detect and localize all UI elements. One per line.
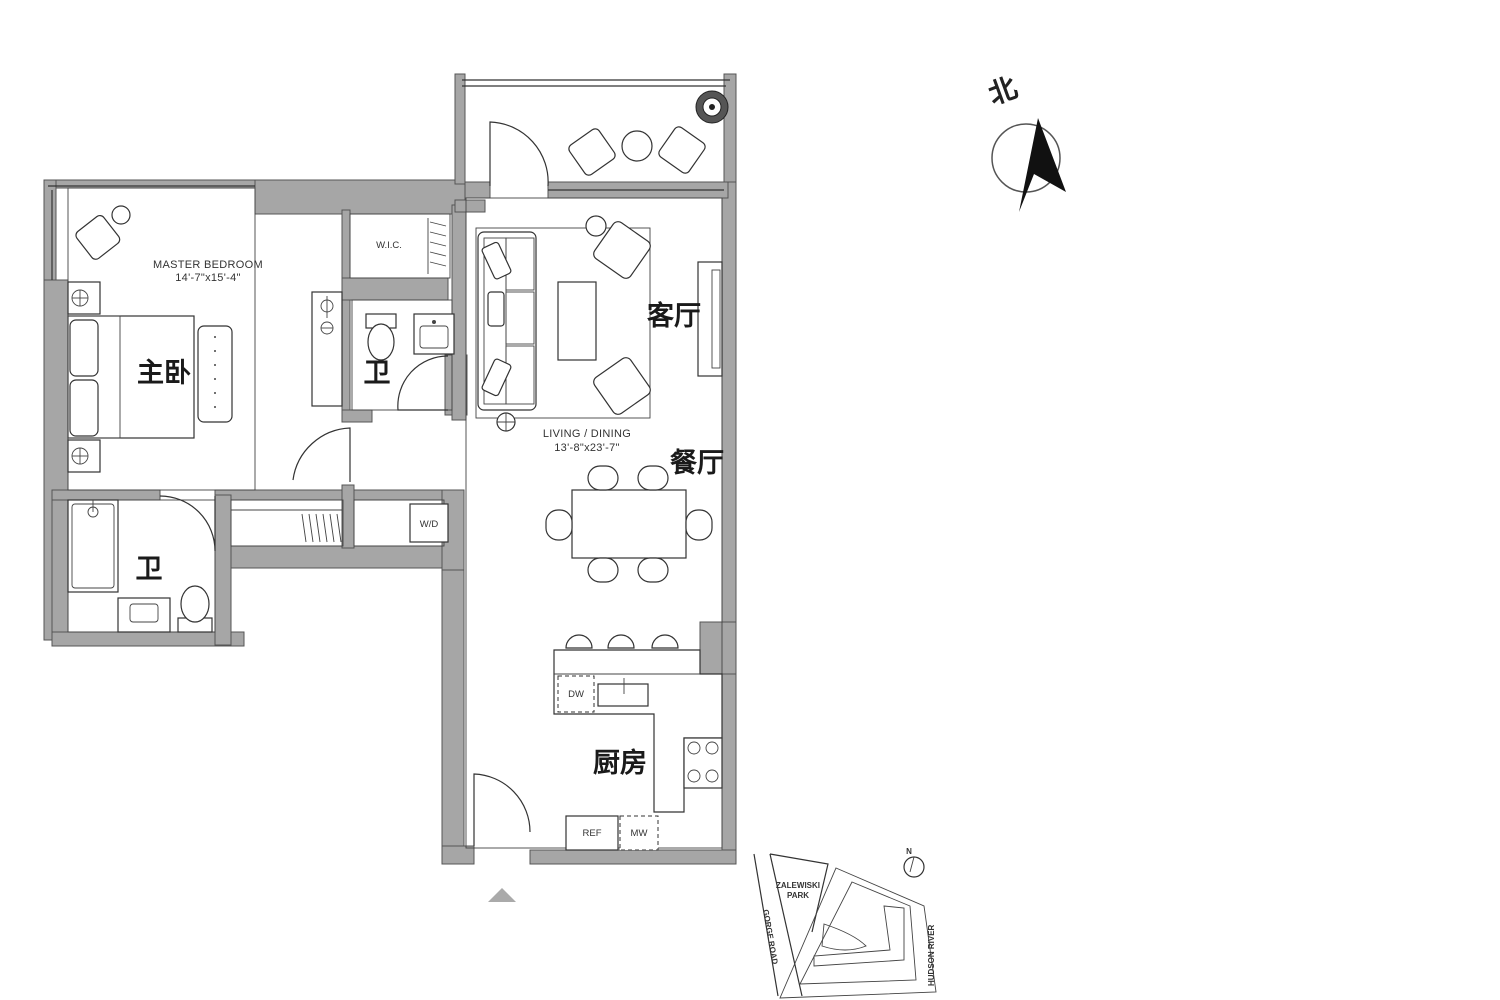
balcony-furniture [568,90,729,176]
master-bedroom-label: MASTER BEDROOM [153,259,263,271]
dining-furniture [545,465,713,583]
wd-label: W/D [420,519,439,530]
upper-bath-fixtures [365,313,455,361]
doors [159,121,549,846]
site-map: ZALEWISKI PARK GORGE ROAD HUDSON RIVER N [753,847,937,999]
master-bedroom-zh: 主卧 [137,358,191,389]
living-furniture [475,215,723,432]
mw-label: MW [631,828,648,839]
lower-bath-zh: 卫 [136,554,163,585]
north-label: 北 [984,71,1022,112]
park-label-1: ZALEWISKI [776,881,820,890]
park-label-2: PARK [787,891,809,900]
compass: 北 [984,71,1066,212]
lower-bath-fixtures [67,499,213,633]
living-dining-dims: 13'-8"x23'-7" [554,442,619,454]
living-zh: 客厅 [647,300,701,332]
kitchen-fixtures [553,634,723,851]
bedroom-furniture [67,205,343,473]
wic-label: W.I.C. [376,240,402,251]
plant-icon [695,90,729,124]
kitchen-zh: 厨房 [593,748,647,779]
river-label: HUDSON RIVER [927,924,936,986]
wic-shelving [427,218,447,274]
ref-label: REF [583,828,602,839]
north-arrow-icon [1019,118,1066,212]
master-bedroom-dims: 14'-7"x15'-4" [175,272,240,284]
windows [48,79,730,280]
dw-label: DW [568,689,584,700]
entry-marker-icon [488,888,516,902]
road-label: GORGE ROAD [761,909,780,965]
dining-zh: 餐厅 [670,448,724,479]
living-dining-label: LIVING / DINING [543,428,631,440]
site-north-label: N [906,847,912,856]
hall-closets [231,503,449,543]
room-labels: MASTER BEDROOM 14'-7"x15'-4" 主卧 W.I.C. 卫… [136,240,725,839]
upper-bath-zh: 卫 [364,358,391,389]
walls [43,73,737,865]
